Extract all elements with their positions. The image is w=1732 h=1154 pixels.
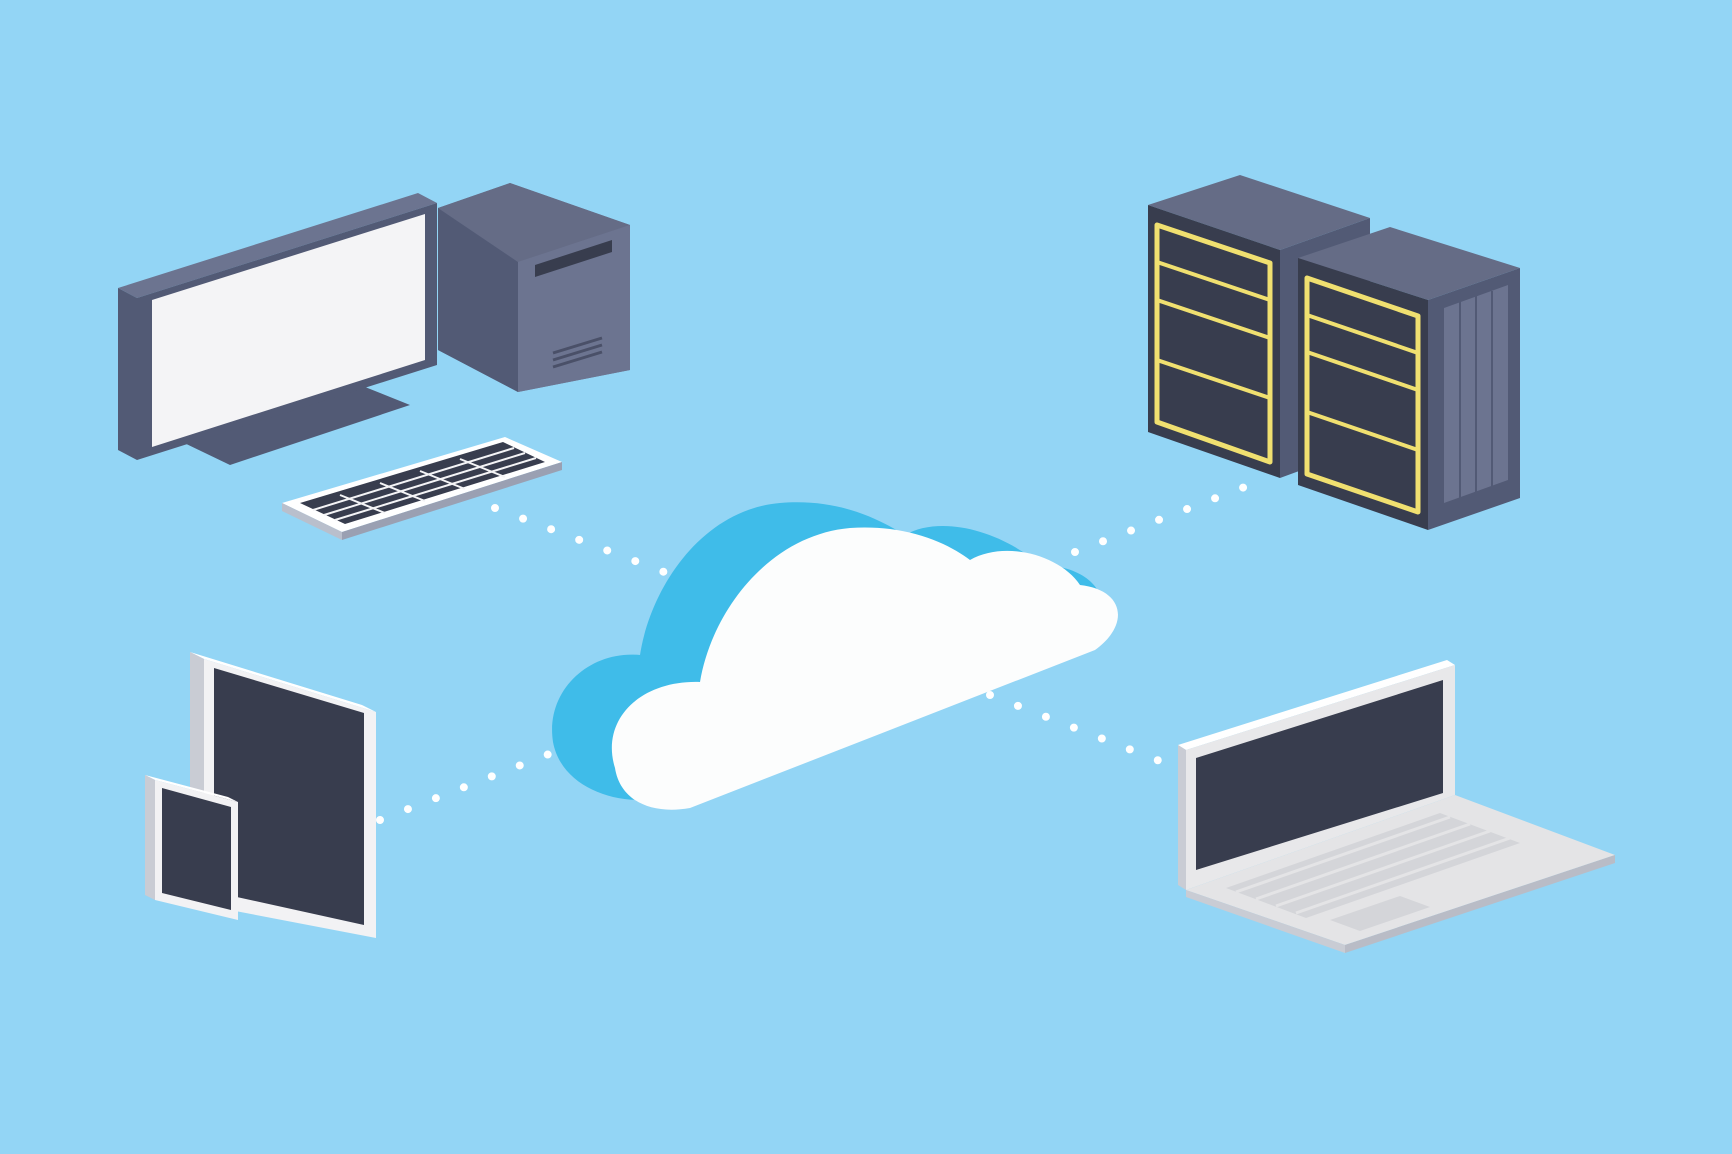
cloud-network-illustration [0,0,1732,1154]
